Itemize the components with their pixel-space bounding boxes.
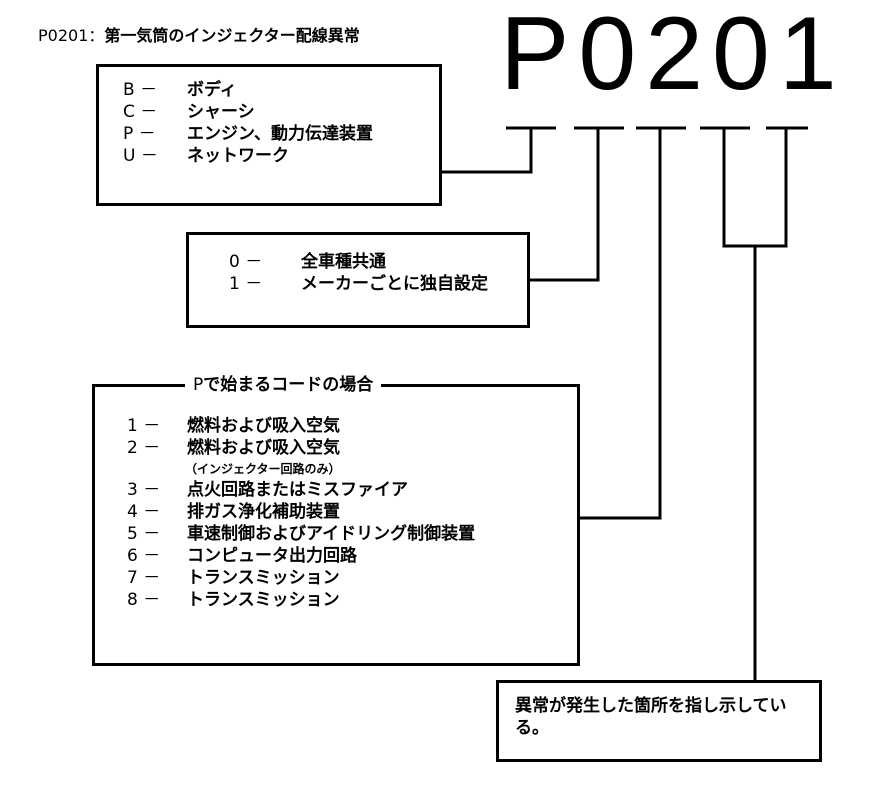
fault-location-box: 異常が発生した箇所を指し示している。 <box>496 680 822 762</box>
subsystem-item-7: 7 －トランスミッション <box>127 568 340 588</box>
title-separator: ： <box>88 26 105 45</box>
subsystem-item-1: 1 －燃料および吸入空気 <box>127 416 340 436</box>
subsystem-heading: Pで始まるコードの場合 <box>185 374 382 396</box>
subsystem-item-2: 2 －燃料および吸入空気 <box>127 438 340 458</box>
big-dtc-code: P0201 <box>500 0 846 112</box>
system-item-c: C －シャーシ <box>123 102 255 122</box>
system-item-u: U －ネットワーク <box>123 146 289 166</box>
connector-type <box>530 128 600 282</box>
fault-location-text: 異常が発生した箇所を指し示している。 <box>515 696 787 738</box>
subsystem-box: Pで始まるコードの場合 1 －燃料および吸入空気 2 －燃料および吸入空気 （イ… <box>92 374 580 666</box>
system-box: B －ボディ C －シャーシ P －エンジン、動力伝達装置 U －ネットワーク <box>96 64 442 206</box>
type-item-0: 0 －全車種共通 <box>229 252 386 272</box>
subsystem-item-5: 5 －車速制御およびアイドリング制御装置 <box>127 524 476 544</box>
code-type-box: 0 －全車種共通 1 －メーカーごとに独自設定 <box>186 232 530 328</box>
diagram-title: P0201：第一気筒のインジェクター配線異常 <box>38 22 360 46</box>
connector-system <box>442 128 533 174</box>
subsystem-item-2-note: （インジェクター回路のみ） <box>185 462 341 476</box>
title-description: 第一気筒のインジェクター配線異常 <box>104 26 360 45</box>
subsystem-item-4: 4 －排ガス浄化補助装置 <box>127 502 340 522</box>
subsystem-item-6: 6 －コンピュータ出力回路 <box>127 546 357 566</box>
subsystem-item-8: 8 －トランスミッション <box>127 590 340 610</box>
subsystem-item-3: 3 －点火回路またはミスファイア <box>127 480 408 500</box>
type-item-1: 1 －メーカーごとに独自設定 <box>229 274 488 294</box>
title-code: P0201 <box>38 26 89 45</box>
system-item-p: P －エンジン、動力伝達装置 <box>123 124 373 144</box>
system-item-b: B －ボディ <box>123 80 237 100</box>
connector-fault-bracket <box>722 128 788 248</box>
connector-subsystem <box>580 128 662 520</box>
